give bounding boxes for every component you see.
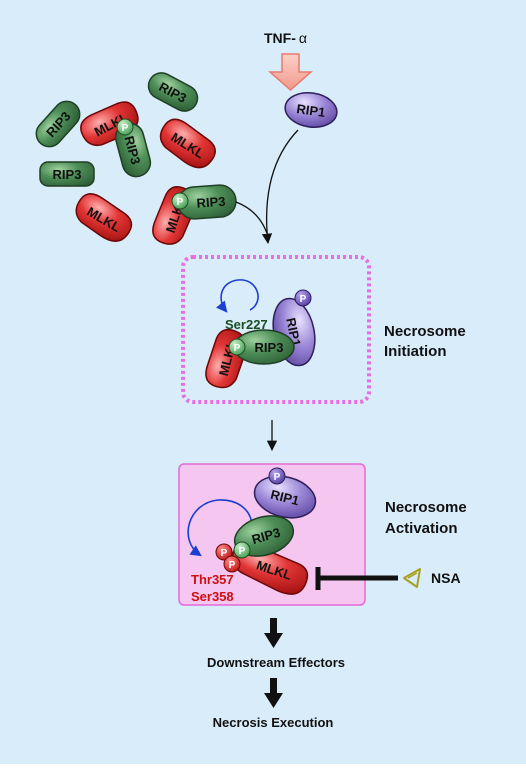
svg-text:P: P [229,560,236,571]
rip1-recruitment-arrow [261,129,299,245]
to-execution-arrow [264,678,283,708]
phospho-site-rip3 [228,338,246,356]
svg-text:RIP1: RIP1 [296,101,327,120]
activation-title-line2: Activation [385,520,458,537]
ser358-label: Ser358 [191,589,234,604]
rip3-protein-free: RIP3 [147,72,199,112]
phospho-site-rip1 [268,467,286,485]
mlkl-protein-free: MLKL [75,193,133,242]
svg-text:RIP3: RIP3 [255,340,284,355]
autophosphorylation-arrow [215,279,259,313]
initiation-box [181,255,371,404]
phospho-site-ser358 [223,555,241,573]
svg-text:RIP3: RIP3 [122,134,144,166]
initiation-title-line2: Initiation [384,343,447,360]
svg-text:P: P [239,546,246,557]
downstream-effectors-label: Downstream Effectors [207,655,345,670]
phospho-site: P [171,192,189,210]
svg-text:P: P [300,294,307,305]
phospho-site-thr357 [215,543,233,561]
svg-text:RIP1: RIP1 [269,487,301,509]
tnf-stimulus-arrow [268,53,313,91]
tnf-alpha-label: TNF-α [264,30,307,46]
phospho-site-rip1 [294,289,312,307]
ser227-label: Ser227 [225,317,268,332]
phospho-site-rip3 [233,541,251,559]
svg-text:P: P [221,548,228,559]
activation-title-line1: Necrosome [385,499,467,516]
mlkl-rip3-pair: MLKL RIP3 P [80,101,152,178]
to-effectors-arrow [264,618,283,648]
rip1-protein-active: RIP1 [253,475,317,519]
svg-text:P: P [274,472,281,483]
rip3-protein-free: RIP3 [39,161,95,187]
svg-text:P: P [177,197,184,208]
svg-text:RIP3: RIP3 [53,167,82,182]
svg-text:RIP3: RIP3 [196,194,226,211]
mlkl-rip3-pair: MLKL RIP3 P [152,184,237,245]
initiation-title-line1: Necrosome [384,323,466,340]
svg-text:P: P [122,123,129,134]
rip3-recruitment-arrow [235,201,270,241]
phospho-site: P [116,118,134,136]
necrosis-execution-label: Necrosis Execution [213,715,334,730]
thr357-label: Thr357 [191,572,234,587]
nsa-label: NSA [431,570,461,586]
svg-text:P: P [234,343,241,354]
rip1-protein-free: RIP1 [284,92,338,128]
nsa-inhibitor-icon [403,568,421,588]
